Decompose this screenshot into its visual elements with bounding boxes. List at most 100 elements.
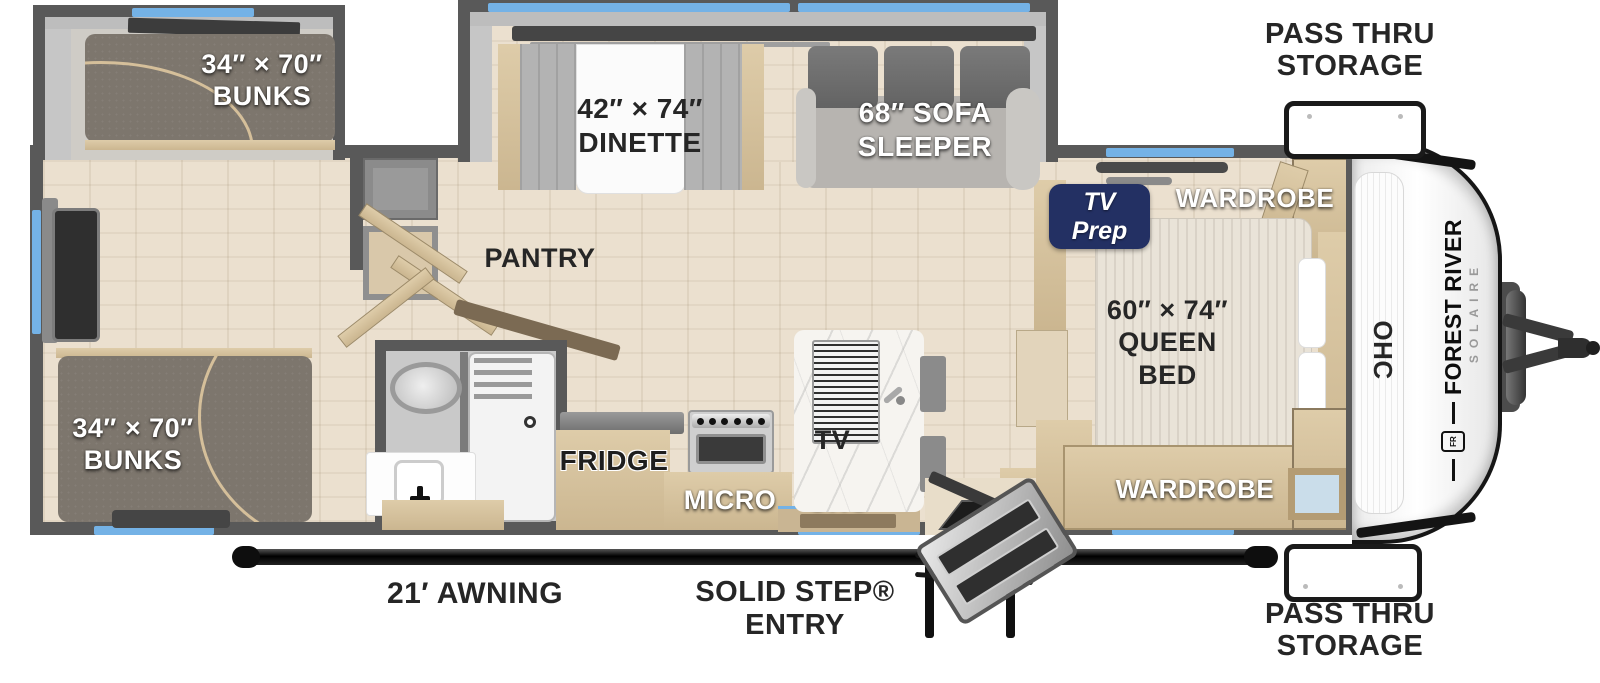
- awning-end-cap-left: [232, 546, 260, 568]
- range-knob-strip: [692, 414, 770, 428]
- sofa-line2: SLEEPER: [857, 130, 993, 162]
- forest-river-logo-icon: FR: [1441, 430, 1465, 452]
- shower-drain: [524, 416, 536, 428]
- dinette-slide-inner-left: [470, 12, 492, 162]
- queen-bed-label: 60″ × 74″ QUEEN BED: [1085, 294, 1250, 391]
- entry-line1: SOLID STEP®: [695, 576, 895, 608]
- shower-shelf-1: [474, 358, 532, 363]
- bunk-bottom-drawer: [112, 510, 230, 528]
- bedroom-nightstand: [1016, 330, 1068, 427]
- shower-shelf-2: [474, 370, 532, 375]
- tv-prep-line1: TV: [1083, 187, 1116, 216]
- dinette-text: DINETTE: [578, 126, 702, 158]
- bunk-bottom-label: 34″ × 70″ BUNKS: [33, 412, 233, 477]
- brand-row: FR FOREST RIVER: [1440, 219, 1467, 481]
- tv-prep-line2: Prep: [1071, 216, 1128, 245]
- dinette-slide-inner-top: [470, 12, 1046, 26]
- awning-bar: [240, 549, 1276, 565]
- awning-label: 21′ AWNING: [386, 577, 564, 610]
- awning-end-cap-right: [1244, 546, 1278, 568]
- ohc-cabinet-insert: [800, 514, 896, 528]
- pass-thru-storage-bottom-label: PASS THRU STORAGE: [1240, 598, 1460, 663]
- sofa-back-cushion-1: [808, 46, 878, 108]
- pantry-label: PANTRY: [484, 243, 596, 273]
- pass-thru-top-line1: PASS THRU: [1265, 18, 1435, 50]
- shower-shelf-4: [474, 394, 532, 399]
- hitch-jack-post: [1506, 290, 1526, 405]
- vanity-faucet-stem: [417, 486, 423, 500]
- brand-model: SOLAIRE: [1466, 260, 1481, 364]
- pass-thru-box-top: [1284, 101, 1426, 159]
- bath-cabinet: [382, 500, 448, 530]
- island-tv: [812, 340, 880, 444]
- pass-thru-box-bottom: [1284, 544, 1422, 602]
- bunk-top-label: 34″ × 70″ BUNKS: [152, 48, 372, 113]
- window-dinette-slide-left: [488, 3, 790, 12]
- divider-wall: [350, 158, 363, 270]
- bunk-bottom-size: 34″ × 70″: [72, 413, 194, 443]
- queen-bed-line3: BED: [1138, 359, 1197, 390]
- dinette-bench-wood-left: [498, 44, 520, 190]
- pass-thru-top-line2: STORAGE: [1276, 50, 1424, 83]
- rear-tv-screen: [52, 208, 100, 342]
- sofa-seat: [804, 96, 1032, 188]
- brand-rule-left: [1451, 458, 1455, 481]
- sofa-armrest-right: [1006, 88, 1040, 190]
- kitchen-counter-lower: [664, 472, 792, 530]
- dinette-bench-wood-right: [742, 44, 764, 190]
- solid-step-entry-label: SOLID STEP® ENTRY: [670, 576, 920, 643]
- dinette-bench-left: [520, 44, 576, 190]
- oven-window: [696, 434, 766, 464]
- fridge-cabinet: [556, 430, 670, 530]
- window-top-bedroom: [1106, 148, 1234, 157]
- wardrobe-cabinet-bottom-row: [1063, 445, 1305, 530]
- toilet: [390, 362, 462, 414]
- sofa-label: 68″ SOFA SLEEPER: [815, 96, 1035, 163]
- queen-bed-line2: QUEEN: [1118, 327, 1217, 358]
- bunk-bottom-mattress: [58, 356, 312, 522]
- bunk-slide-inner-left: [45, 17, 71, 160]
- island-stool-1: [920, 356, 946, 412]
- window-bottom-bunkroom: [94, 526, 214, 535]
- step-leg-left: [925, 552, 934, 638]
- fridge-counter-top: [560, 412, 684, 434]
- island-faucet-base: [896, 396, 905, 405]
- dinette-label: 42″ × 74″ DINETTE: [525, 92, 755, 159]
- brand-block: FR FOREST RIVER SOLAIRE: [1432, 219, 1488, 481]
- entry-line2: ENTRY: [745, 609, 845, 642]
- shower-shelf-3: [474, 382, 532, 387]
- window-bunk-slide: [132, 8, 254, 17]
- pass-thru-bottom-line2: STORAGE: [1276, 630, 1424, 663]
- hitch-ball-tip: [1586, 341, 1600, 355]
- bath-step: [448, 500, 504, 530]
- brand-rule-right: [1451, 401, 1455, 424]
- sofa-armrest-left: [796, 88, 816, 188]
- bunk-bottom-text: BUNKS: [83, 445, 183, 476]
- queen-bed-size: 60″ × 74″: [1106, 295, 1229, 325]
- bunk-top-text: BUNKS: [212, 81, 312, 112]
- dinette-size: 42″ × 74″: [577, 93, 703, 124]
- pass-thru-storage-top-label: PASS THRU STORAGE: [1240, 18, 1460, 83]
- bunk-top-size: 34″ × 70″: [201, 49, 323, 79]
- hitch-coupler: [1558, 338, 1592, 358]
- dinette-bench-right: [684, 44, 742, 190]
- bunk-bottom-trim: [56, 348, 312, 358]
- brand-name: FOREST RIVER: [1439, 219, 1466, 395]
- bed-pillow-1: [1298, 258, 1326, 348]
- sofa-line1: 68″ SOFA: [858, 97, 992, 128]
- tv-prep-badge: TV Prep: [1049, 184, 1150, 249]
- ohc-front-label: OHC: [1367, 320, 1398, 380]
- sofa-back-cushion-2: [884, 46, 954, 108]
- micro-label: MICRO: [683, 485, 777, 515]
- tv-label: TV: [814, 425, 851, 455]
- shower-divider: [460, 352, 468, 522]
- window-left-wall: [32, 210, 41, 334]
- front-ohc-panel: [1354, 172, 1404, 514]
- window-dinette-slide-right: [798, 3, 1030, 12]
- bedroom-shelf-bar-1: [1096, 162, 1228, 173]
- bunk-top-mattress: [85, 34, 335, 142]
- wardrobe-bottom-label: WARDROBE: [1115, 474, 1275, 504]
- fridge-label: FRIDGE: [559, 445, 669, 476]
- bunk-top-trim: [85, 140, 335, 150]
